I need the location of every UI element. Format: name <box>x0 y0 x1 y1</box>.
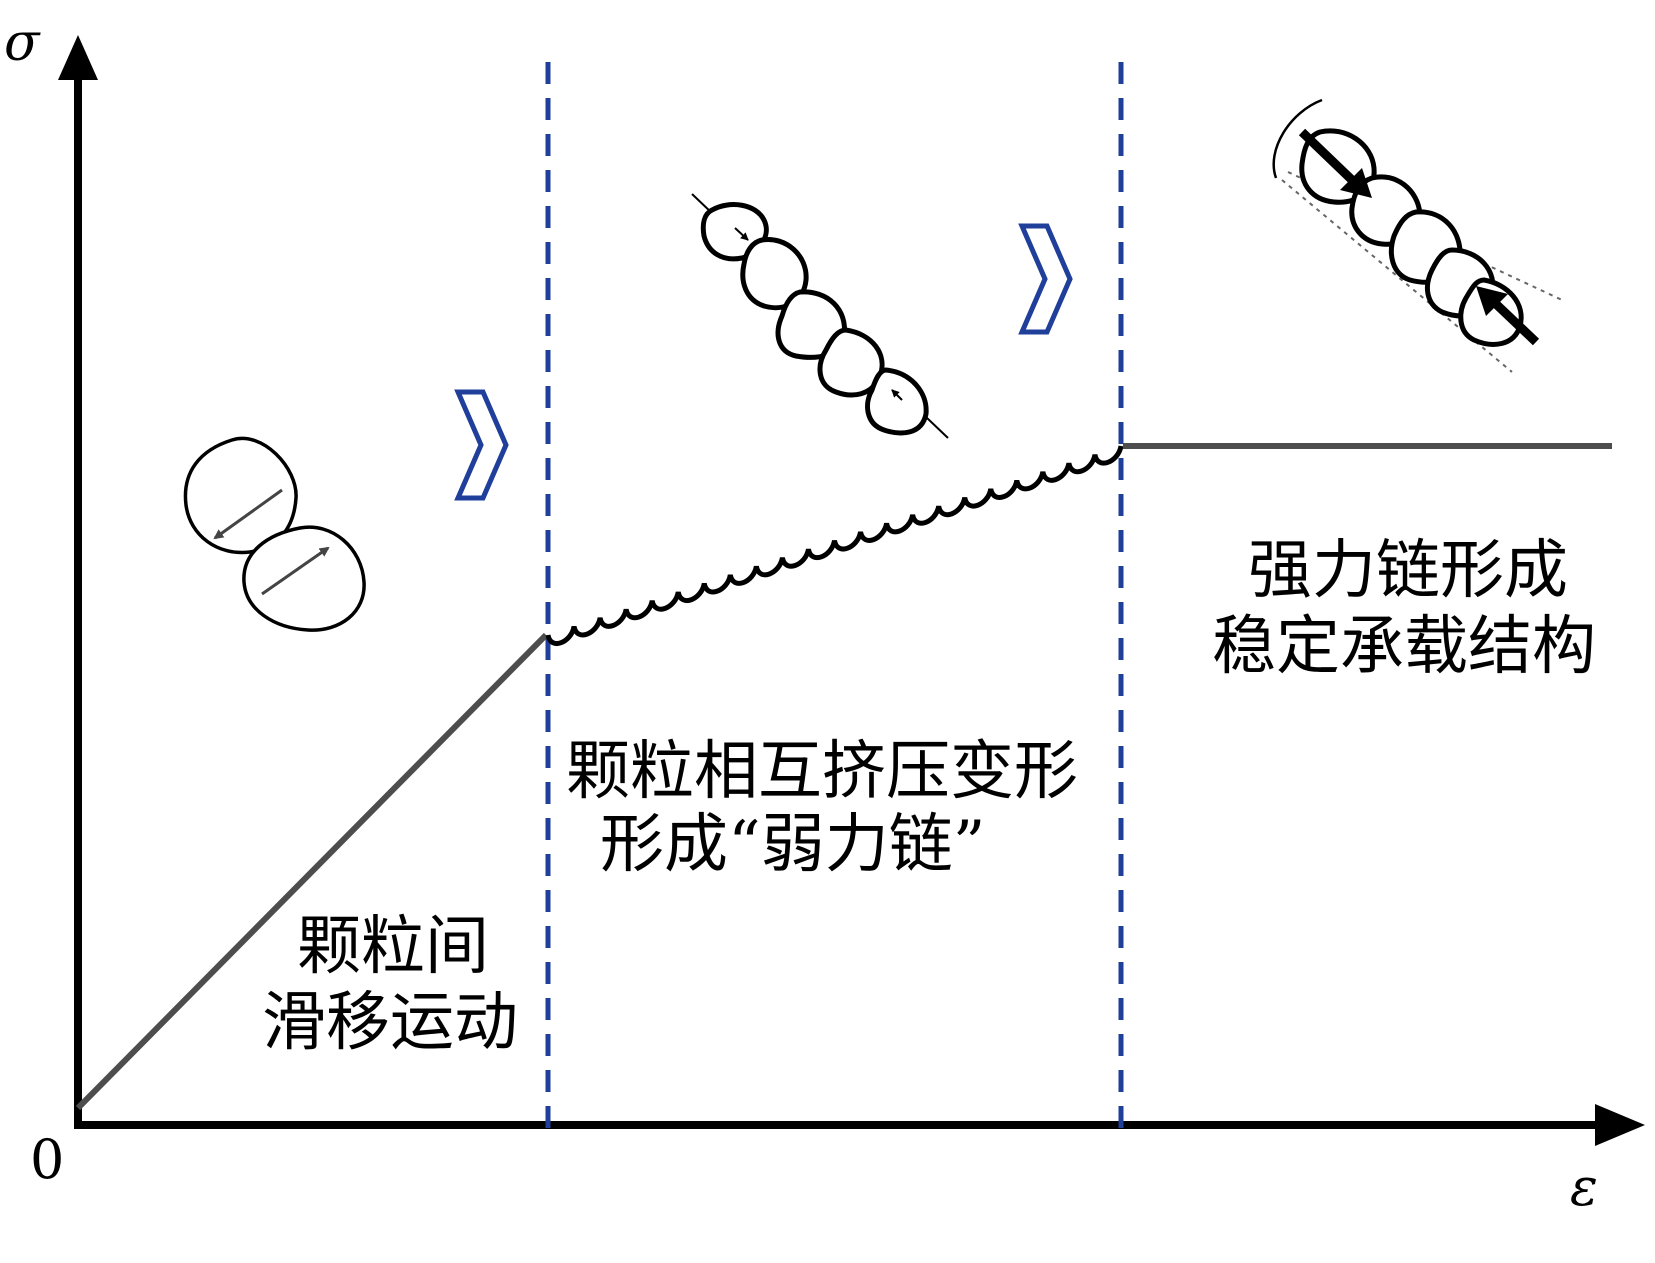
particle-icon <box>242 525 366 632</box>
chevron-right-icon <box>1018 223 1073 335</box>
x-axis-label: ε <box>1570 1158 1598 1218</box>
stage-1-label-line-1: 颗粒间 <box>297 910 489 984</box>
particle-icon <box>183 436 298 555</box>
particle-icon <box>740 237 809 311</box>
compression-arrow-icon <box>1492 300 1540 346</box>
stage-2-label-line-1: 颗粒相互挤压变形 <box>566 735 1078 809</box>
stage-1-label-line-2: 滑移运动 <box>262 986 518 1060</box>
compression-arrow-icon <box>1298 128 1356 184</box>
curve-linear-segment <box>75 632 549 1111</box>
x-axis-arrowhead <box>1595 1104 1645 1146</box>
stage-dividers <box>545 62 1124 1128</box>
stage-transition-arrows <box>454 223 1073 501</box>
stage-labels: 颗粒间 滑移运动 颗粒相互挤压变形 形成“弱力链” 强力链形成 稳定承载结构 <box>262 534 1596 1060</box>
weak-force-chain-illustration <box>691 193 949 439</box>
contact-arrow-icon <box>734 227 749 241</box>
curve-wavy-segment <box>545 445 1124 646</box>
guide-dotted-line <box>1287 171 1563 301</box>
origin-label: 0 <box>30 1128 64 1191</box>
rotation-arc-icon <box>1272 98 1323 179</box>
stage-3-label-line-2: 稳定承载结构 <box>1212 610 1596 684</box>
particle-icon <box>865 367 929 436</box>
compression-arrowhead <box>1340 168 1372 198</box>
stage-3-label-line-1: 强力链形成 <box>1248 534 1568 608</box>
y-axis-arrowhead <box>58 35 98 80</box>
sliding-particles-illustration <box>183 436 366 632</box>
particle-icon <box>1458 277 1524 347</box>
stage-2-label-line-2: 形成“弱力链” <box>600 808 985 882</box>
chevron-right-icon <box>454 389 509 501</box>
particle-icon <box>817 327 885 398</box>
compression-arrowhead <box>1476 286 1508 316</box>
particle-icon <box>775 289 847 360</box>
slide-arrow-icon <box>213 488 283 540</box>
y-axis-label: σ <box>4 13 41 73</box>
contact-arrow-icon <box>891 389 903 401</box>
strong-force-chain-illustration <box>1272 98 1563 373</box>
slide-arrow-icon <box>261 546 330 596</box>
stress-strain-curve <box>75 443 1612 1111</box>
axes: σ ε 0 <box>4 13 1645 1218</box>
